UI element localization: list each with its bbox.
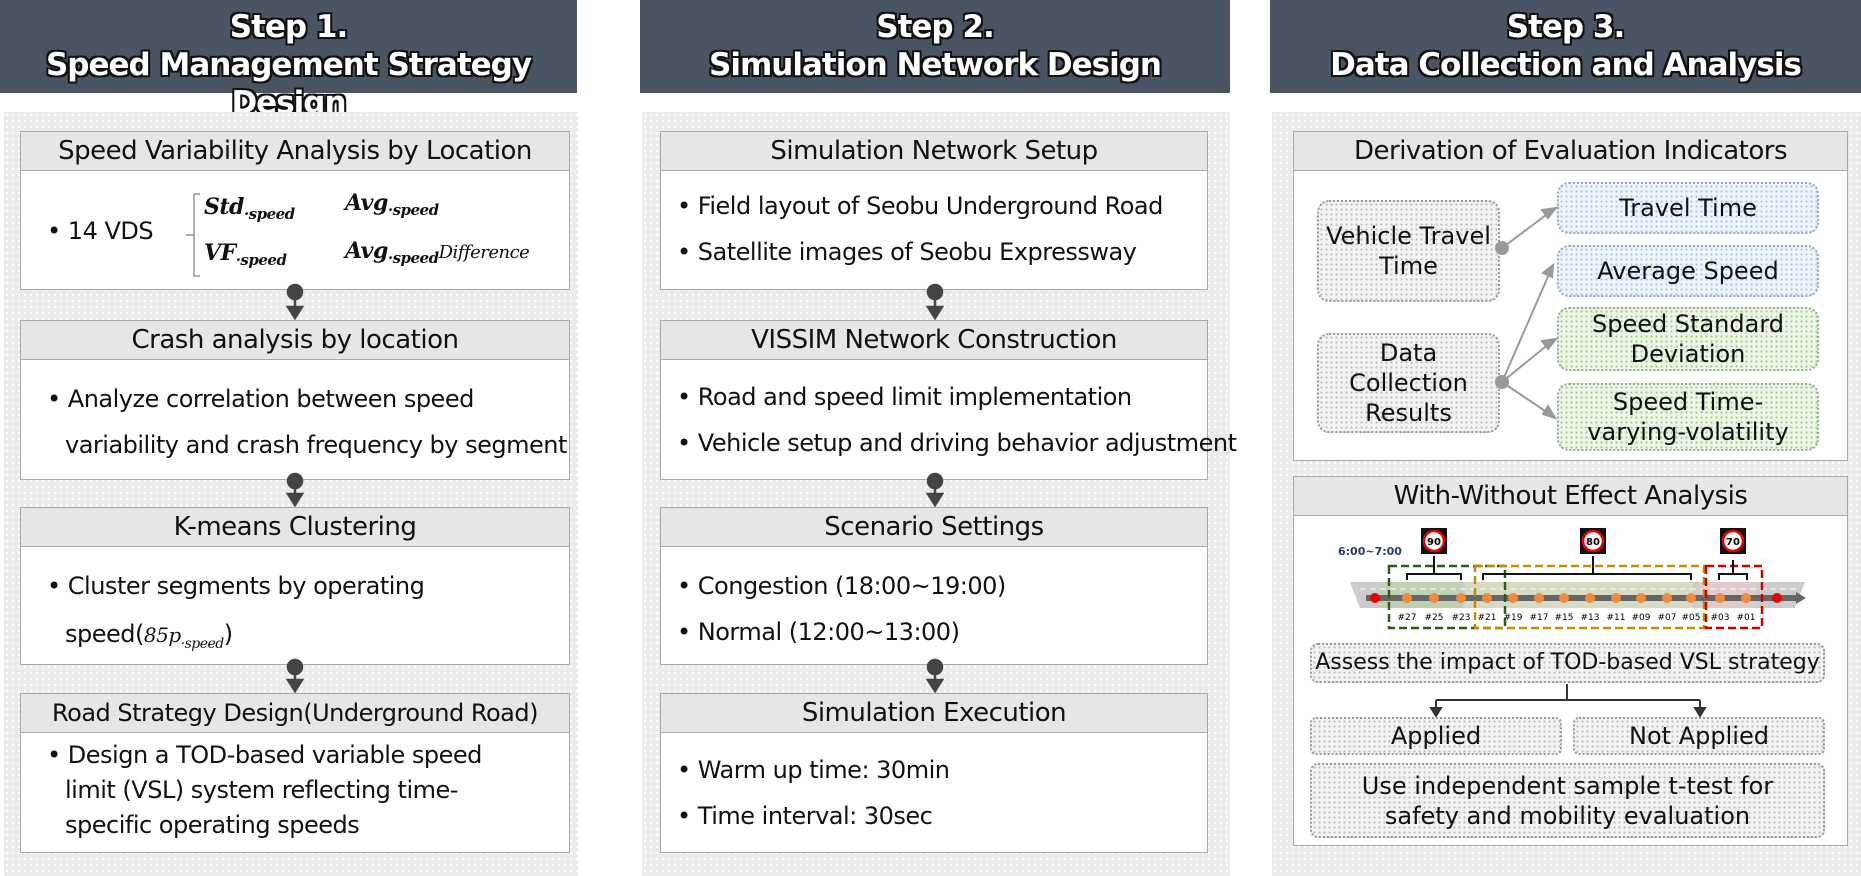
indicator-average-speed: Average Speed [1557, 245, 1819, 297]
section-title: Simulation Network Setup [661, 132, 1207, 171]
section-title: Road Strategy Design(Underground Road) [21, 694, 569, 733]
formula-vf-speed: VF·speed [204, 240, 287, 269]
step2-header: Step 2.Simulation Network Design [640, 0, 1230, 93]
station-label: #09 [1632, 613, 1651, 623]
not-applied-box: Not Applied [1573, 717, 1825, 755]
bullet: • Analyze correlation between speed [47, 385, 474, 413]
detector-marker [1715, 593, 1725, 603]
station-label: #17 [1530, 613, 1549, 623]
network-setup-box: Simulation Network Setup • Field layout … [660, 131, 1208, 290]
detector-marker [1482, 593, 1492, 603]
step3-header: Step 3.Data Collection and Analysis [1270, 0, 1861, 93]
bullet: • Warm up time: 30min [677, 756, 950, 784]
bullet: • Cluster segments by operating [47, 572, 425, 600]
section-title: With-Without Effect Analysis [1294, 477, 1847, 516]
station-label: #11 [1607, 613, 1626, 623]
formula-avg-speed-difference: Avg·speedDifference [345, 238, 530, 267]
bullet-continued: limit (VSL) system reflecting time- [65, 776, 458, 804]
step2-number: Step 2. [876, 9, 995, 45]
section-title: Speed Variability Analysis by Location [21, 132, 569, 171]
vissim-box: VISSIM Network Construction • Road and s… [660, 320, 1237, 480]
station-label: #07 [1658, 613, 1677, 623]
section-title: VISSIM Network Construction [661, 321, 1207, 360]
section-title: Crash analysis by location [21, 321, 569, 360]
source-data-collection-results: Data Collection Results [1317, 333, 1500, 433]
detector-marker [1741, 593, 1751, 603]
step1-header: Step 1.Speed Management Strategy Design [0, 0, 577, 121]
detector-marker [1402, 593, 1412, 603]
vsl-road-diagram: 6:00~7:00 #27 #25 #23 #21 #19 #17 #15 #13 #11 #09… [1338, 528, 1806, 630]
time-label: 6:00~7:00 [1338, 545, 1402, 558]
station-label: #03 [1711, 613, 1730, 623]
detector-marker [1686, 593, 1696, 603]
station-label: #23 [1452, 613, 1471, 623]
step2-title: Simulation Network Design [709, 47, 1162, 83]
speed-variability-box: Speed Variability Analysis by Location •… [20, 131, 570, 290]
indicator-speed-std: Speed Standard Deviation [1557, 307, 1819, 371]
station-label: #21 [1478, 613, 1497, 623]
crash-analysis-box: Crash analysis by location • Analyze cor… [20, 320, 570, 480]
detector-marker [1636, 593, 1646, 603]
bullet-continued: variability and crash frequency by segme… [65, 431, 567, 459]
section-title: Simulation Execution [661, 694, 1207, 733]
bullet: • Congestion (18:00~19:00) [677, 572, 1006, 600]
bullet: • Vehicle setup and driving behavior adj… [677, 429, 1237, 457]
execution-box: Simulation Execution • Warm up time: 30m… [660, 693, 1208, 853]
detector-marker [1456, 593, 1466, 603]
station-label: #25 [1425, 613, 1444, 623]
bullet: • Road and speed limit implementation [677, 383, 1132, 411]
detector-marker [1662, 593, 1672, 603]
bullet: • Time interval: 30sec [677, 802, 933, 830]
step3-title: Data Collection and Analysis [1330, 47, 1802, 83]
detector-marker [1429, 593, 1439, 603]
station-label: #05 [1682, 613, 1701, 623]
detector-marker [1559, 593, 1569, 603]
detector-marker [1534, 593, 1544, 603]
detector-marker [1508, 593, 1518, 603]
speed-limit-value: 80 [1586, 537, 1600, 548]
speed-limit-value: 90 [1427, 537, 1441, 548]
station-label: #27 [1398, 613, 1417, 623]
section-title: K-means Clustering [21, 508, 569, 547]
station-label: #13 [1581, 613, 1600, 623]
scenario-box: Scenario Settings • Congestion (18:00~19… [660, 507, 1208, 665]
source-vehicle-travel-time: Vehicle Travel Time [1317, 200, 1500, 302]
applied-box: Applied [1310, 717, 1562, 755]
indicator-travel-time: Travel Time [1557, 182, 1819, 234]
step1-number: Step 1. [229, 9, 349, 45]
vds-count: 14 VDS [67, 217, 154, 245]
bullet: • Design a TOD-based variable speed [47, 741, 482, 769]
speed-limit-value: 70 [1726, 537, 1740, 548]
formula-avg-speed: Avg·speed [345, 190, 439, 219]
detector-marker [1611, 593, 1621, 603]
station-label: #01 [1737, 613, 1756, 623]
indicator-speed-volatility: Speed Time-varying-volatility [1557, 383, 1819, 451]
bullet: • Field layout of Seobu Underground Road [677, 192, 1163, 220]
brace-icon [186, 193, 200, 277]
assess-impact-box: Assess the impact of TOD-based VSL strat… [1310, 643, 1825, 683]
bullet: • Satellite images of Seobu Expressway [677, 238, 1137, 266]
section-title: Derivation of Evaluation Indicators [1294, 132, 1847, 171]
formula-std-speed: Std·speed [204, 194, 295, 223]
station-label: #15 [1555, 613, 1574, 623]
road-strategy-box: Road Strategy Design(Underground Road) •… [20, 693, 570, 853]
bullet: • 14 VDS [47, 217, 154, 245]
kmeans-box: K-means Clustering • Cluster segments by… [20, 507, 570, 665]
bullet-continued: specific operating speeds [65, 811, 360, 839]
section-title: Scenario Settings [661, 508, 1207, 547]
step3-number: Step 3. [1506, 9, 1626, 45]
detector-marker [1585, 593, 1595, 603]
station-label: #19 [1504, 613, 1523, 623]
bullet-continued: speed(85p·speed) [65, 620, 233, 652]
bullet: • Normal (12:00~13:00) [677, 618, 960, 646]
